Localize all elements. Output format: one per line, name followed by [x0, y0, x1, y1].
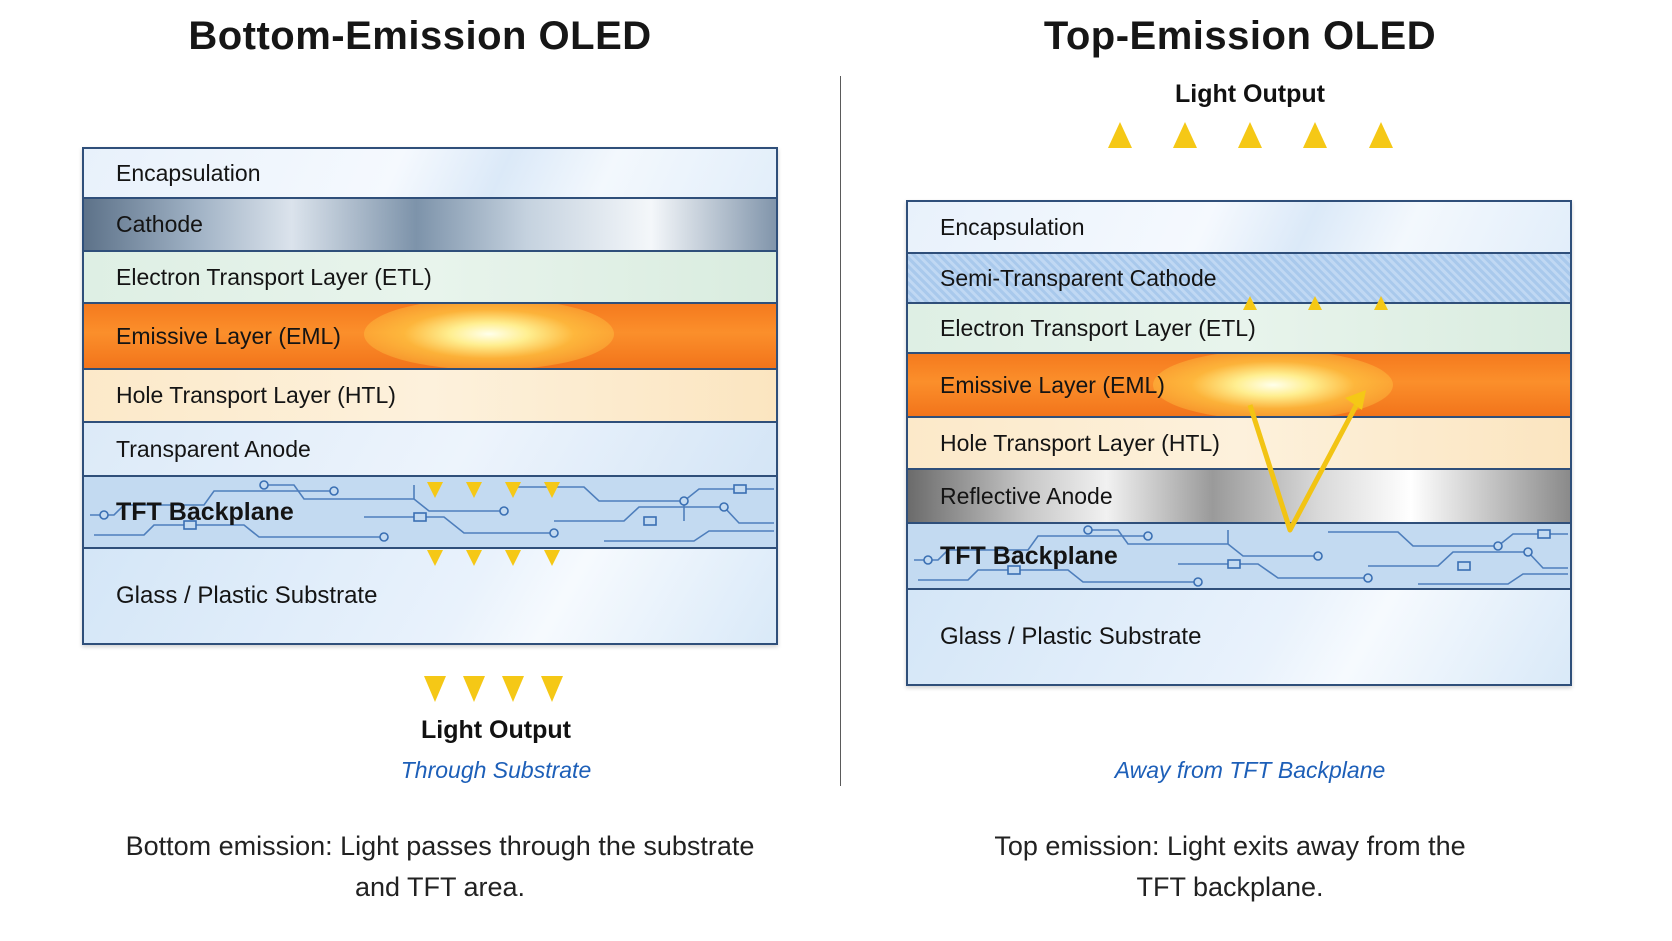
layer-cathode: Cathode [84, 199, 776, 252]
layer-label: TFT Backplane [116, 497, 294, 526]
layer-substrate: Glass / Plastic Substrate [908, 590, 1570, 684]
layer-eml: Emissive Layer (EML) [84, 304, 776, 370]
panel-divider [840, 76, 841, 786]
layer-label: Glass / Plastic Substrate [940, 623, 1202, 650]
emission-glow [1153, 354, 1393, 416]
layer-encapsulation: Encapsulation [908, 202, 1570, 254]
layer-reflective-anode: Reflective Anode [908, 470, 1570, 524]
top-emission-stack: Encapsulation Semi-Transparent Cathode E… [906, 200, 1572, 686]
layer-eml: Emissive Layer (EML) [908, 354, 1570, 418]
layer-label: Hole Transport Layer (HTL) [116, 382, 396, 408]
caption-line: and TFT area. [354, 872, 526, 902]
layer-label: Reflective Anode [940, 482, 1113, 509]
layer-label: Encapsulation [940, 213, 1085, 240]
bottom-emission-caption: Bottom emission: Light passes through th… [60, 826, 820, 908]
emission-glow [364, 304, 614, 368]
layer-htl: Hole Transport Layer (HTL) [84, 370, 776, 423]
caption-line: TFT backplane. [1136, 872, 1324, 902]
layer-label: Glass / Plastic Substrate [116, 582, 378, 609]
layer-substrate: Glass / Plastic Substrate [84, 549, 776, 643]
layer-label: Cathode [116, 211, 203, 237]
layer-label: Transparent Anode [116, 435, 311, 462]
layer-label: Electron Transport Layer (ETL) [940, 314, 1256, 341]
bottom-light-output-sublabel: Through Substrate [400, 757, 592, 783]
layer-semi-transparent-cathode: Semi-Transparent Cathode [908, 254, 1570, 304]
top-light-output-label: Light Output [1175, 80, 1325, 108]
layer-tft-backplane: TFT Backplane [908, 524, 1570, 590]
layer-label: TFT Backplane [940, 541, 1118, 570]
bottom-emission-title: Bottom-Emission OLED [188, 14, 652, 58]
layer-label: Electron Transport Layer (ETL) [116, 263, 432, 290]
layer-transparent-anode: Transparent Anode [84, 423, 776, 477]
layer-label: Emissive Layer (EML) [116, 322, 341, 349]
layer-label: Encapsulation [116, 159, 261, 186]
layer-label: Emissive Layer (EML) [940, 371, 1165, 398]
layer-label: Semi-Transparent Cathode [940, 264, 1217, 291]
layer-etl: Electron Transport Layer (ETL) [908, 304, 1570, 354]
bottom-emission-stack: Encapsulation Cathode Electron Transport… [82, 147, 778, 645]
top-light-output-sublabel: Away from TFT Backplane [1114, 757, 1386, 783]
layer-etl: Electron Transport Layer (ETL) [84, 252, 776, 304]
top-emission-caption: Top emission: Light exits away from the … [880, 826, 1580, 908]
layer-htl: Hole Transport Layer (HTL) [908, 418, 1570, 470]
layer-label: Hole Transport Layer (HTL) [940, 429, 1220, 456]
bottom-light-output-label: Light Output [421, 716, 571, 744]
caption-line: Top emission: Light exits away from the [994, 831, 1466, 861]
caption-line: Bottom emission: Light passes through th… [125, 831, 755, 861]
top-emission-title: Top-Emission OLED [1043, 14, 1437, 58]
layer-tft-backplane: TFT Backplane [84, 477, 776, 549]
layer-encapsulation: Encapsulation [84, 149, 776, 199]
circuit-traces-icon [914, 525, 1568, 587]
